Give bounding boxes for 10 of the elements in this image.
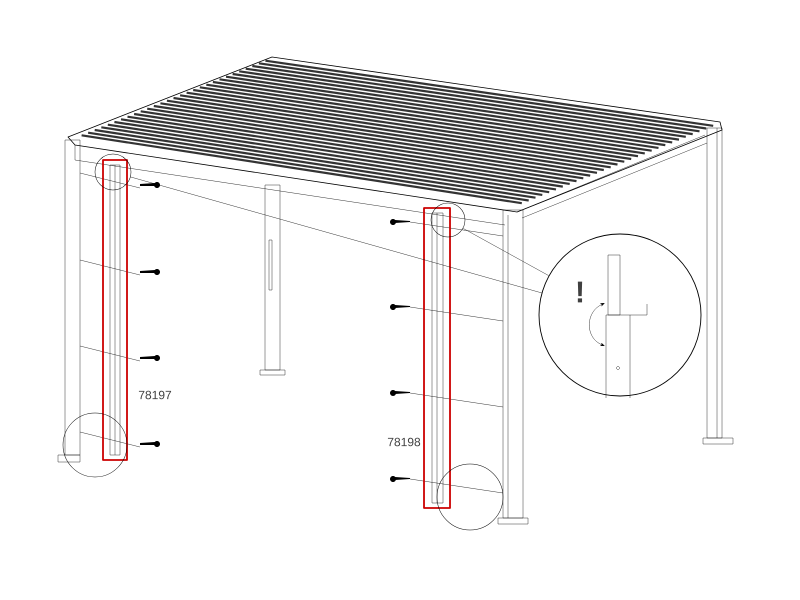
part-number: 78198 [388,438,420,446]
detail-circle [62,412,128,478]
warning-mark: ! [578,282,582,302]
leader-line [130,176,542,294]
detail-circle [436,464,504,530]
part-number: 78197 [138,390,172,400]
detail-circle [94,154,132,190]
detail-circle [430,202,466,238]
detail-view [538,234,702,396]
leader-line [462,228,549,276]
